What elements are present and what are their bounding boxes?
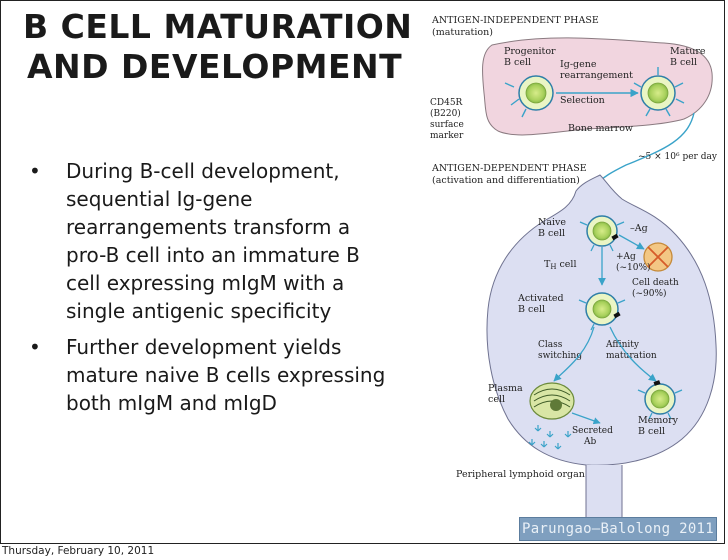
plasma-label: Plasma [488, 383, 523, 394]
mature-label: B cell [670, 57, 697, 68]
bullet-text: During B-cell development, sequential Ig… [66, 159, 360, 323]
progenitor-label: Progenitor [504, 46, 556, 57]
class-switching-label: Class [538, 340, 563, 350]
plus-ag-label: +Ag [616, 252, 636, 262]
class-switching-label: switching [538, 351, 582, 361]
footer-date: Thursday, February 10, 2011 [2, 545, 155, 557]
bullet-list: • During B-cell development, sequential … [29, 157, 389, 425]
selection-label: Selection [560, 95, 605, 106]
memory-label: Memory [638, 415, 679, 426]
iggene-label: rearrangement [560, 70, 633, 81]
plus-ag-pct: (~10%) [616, 262, 651, 273]
bullet-dot-icon: • [29, 335, 41, 359]
antibody-icon [528, 425, 572, 450]
title-line-2: AND DEVELOPMENT [27, 47, 403, 86]
phase2-title: ANTIGEN-DEPENDENT PHASE [431, 163, 587, 174]
memory-label: B cell [638, 426, 665, 437]
author-credit-badge: Parungao–Balolong 2011 [519, 517, 717, 541]
bone-marrow-label: Bone marrow [568, 123, 633, 134]
cell-death-pct: (~90%) [632, 288, 667, 299]
phase2-subtitle: (activation and differentiation) [432, 175, 580, 186]
naive-b-cell [579, 215, 625, 252]
activated-label: B cell [518, 304, 545, 315]
iggene-label: Ig-gene [560, 59, 597, 70]
progenitor-label: B cell [504, 57, 531, 68]
peripheral-organ-label: Peripheral lymphoid organ [456, 469, 585, 480]
title-line-1: B CELL MATURATION [23, 7, 413, 46]
dying-cell [643, 242, 673, 272]
cd45r-label: marker [430, 131, 464, 141]
bullet-text: Further development yields mature naive … [66, 335, 386, 415]
phase1-subtitle: (maturation) [432, 27, 493, 38]
activated-b-cell [578, 292, 626, 331]
secreted-ab-label: Ab [583, 437, 596, 447]
secreted-ab-label: Secreted [572, 426, 613, 436]
slide-title: B CELL MATURATION AND DEVELOPMENT [23, 7, 423, 87]
progenitor-b-cell [504, 75, 554, 118]
bullet-item: • During B-cell development, sequential … [29, 157, 389, 325]
memory-b-cell [637, 380, 683, 420]
b-cell-diagram: ANTIGEN-INDEPENDENT PHASE (maturation) P… [430, 15, 718, 517]
per-day-label: ~5 × 10⁶ per day [638, 152, 718, 162]
affinity-label: maturation [606, 351, 657, 361]
bullet-item: • Further development yields mature naiv… [29, 333, 389, 417]
activated-label: Activated [517, 293, 564, 304]
affinity-label: Affinity [605, 340, 640, 350]
th-cell-label: TH cell [544, 259, 577, 271]
mature-b-cell [633, 67, 685, 117]
minus-ag-label: –Ag [630, 223, 648, 234]
plasma-label: cell [488, 394, 505, 405]
mature-label: Mature [670, 46, 706, 57]
naive-label: Naive [538, 217, 566, 228]
bullet-dot-icon: • [29, 159, 41, 183]
phase1-title: ANTIGEN-INDEPENDENT PHASE [431, 15, 599, 26]
naive-label: B cell [538, 228, 565, 239]
cd45r-label: CD45R [430, 98, 463, 108]
bone-marrow-region [481, 37, 713, 136]
cd45r-label: surface [430, 120, 464, 130]
cell-death-label: Cell death [632, 278, 679, 288]
slide: B CELL MATURATION AND DEVELOPMENT • Duri… [0, 0, 725, 544]
plasma-cell [529, 382, 575, 420]
cd45r-label: (B220) [430, 108, 461, 119]
